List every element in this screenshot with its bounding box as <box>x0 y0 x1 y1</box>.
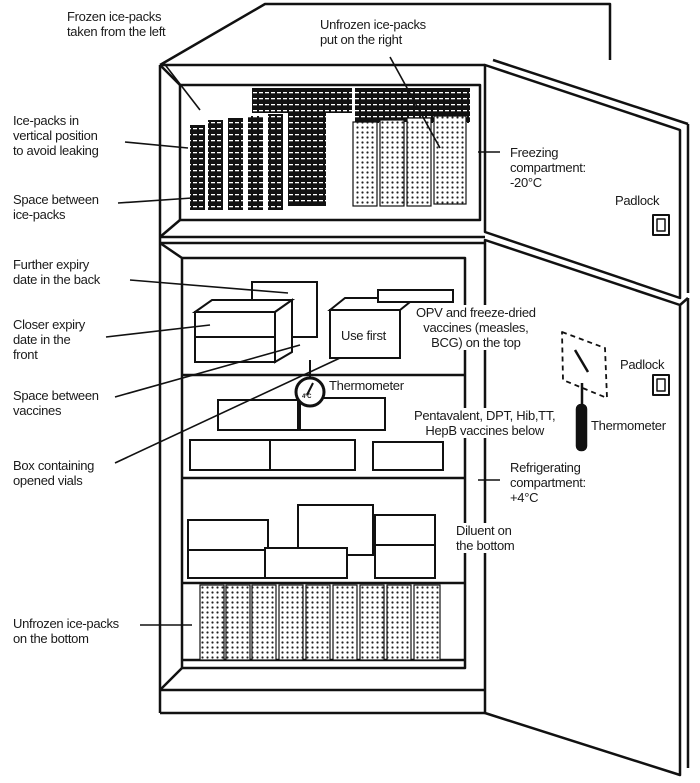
label-freezing-compartment: Freezing compartment: -20°C <box>510 145 586 190</box>
label-refrigerating-compartment: Refrigerating compartment: +4°C <box>510 460 586 505</box>
unfrozen-icepacks-freezer <box>352 115 467 207</box>
label-frozen-icepacks-left: Frozen ice-packs taken from the left <box>67 9 166 39</box>
freezer-door <box>483 58 690 300</box>
fridge-door <box>483 238 690 777</box>
label-opv-top: OPV and freeze-dried vaccines (measles, … <box>415 305 537 350</box>
label-thermometer-inner: Thermometer <box>328 378 405 393</box>
dial-reading: 4°C <box>302 394 312 400</box>
label-pentavalent-below: Pentavalent, DPT, Hib,TT, HepB vaccines … <box>413 408 557 438</box>
label-space-between-icepacks: Space between ice-packs <box>13 192 99 222</box>
label-further-expiry: Further expiry date in the back <box>13 257 100 287</box>
dial-thermometer <box>294 360 326 408</box>
label-space-between-vaccines: Space between vaccines <box>13 388 99 418</box>
label-unfrozen-icepacks-bottom: Unfrozen ice-packs on the bottom <box>13 616 119 646</box>
label-freezer-padlock: Padlock <box>615 193 660 208</box>
cabinet-body <box>158 2 612 715</box>
label-unfrozen-icepacks-right: Unfrozen ice-packs put on the right <box>320 17 426 47</box>
label-opened-vials: Box containing opened vials <box>13 458 95 488</box>
label-thermometer-door: Thermometer <box>591 418 666 433</box>
label-use-first: Use first <box>340 328 387 343</box>
frozen-icepacks <box>190 88 470 210</box>
label-fridge-padlock: Padlock <box>620 357 665 372</box>
unfrozen-icepacks-bottom <box>199 584 441 661</box>
vaccine-boxes <box>187 281 454 579</box>
label-closer-expiry: Closer expiry date in the front <box>13 317 85 362</box>
label-diluent-bottom: Diluent on the bottom <box>455 523 516 553</box>
label-vertical-position: Ice-packs in vertical position to avoid … <box>13 113 99 158</box>
leader-lines <box>105 56 500 626</box>
